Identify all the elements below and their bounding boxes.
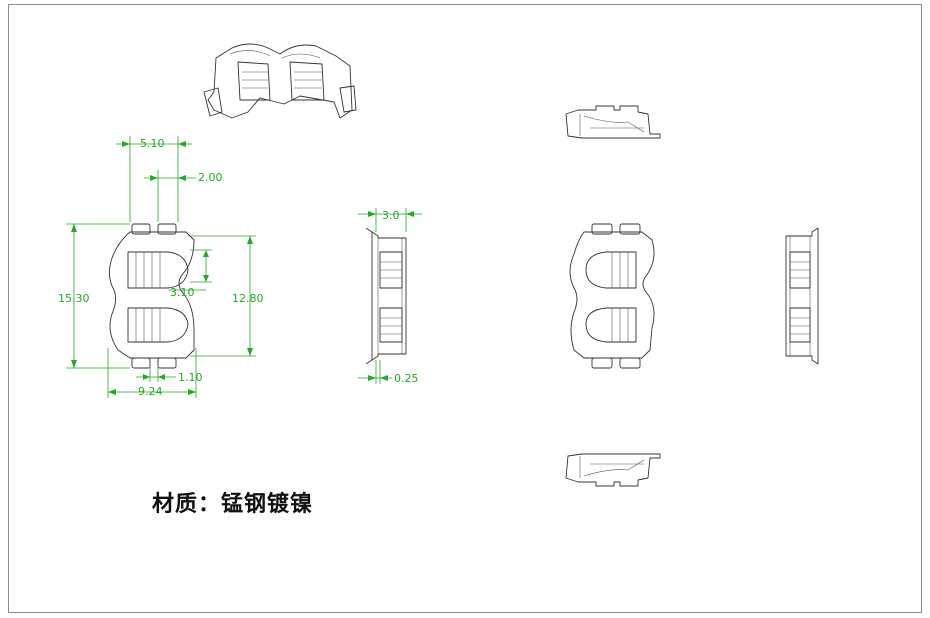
isometric-view <box>203 43 357 119</box>
dim-0-25: 0.25 <box>394 372 419 385</box>
dim-1-10: 1.10 <box>178 371 203 384</box>
dim-3-10: 3.10 <box>170 286 195 299</box>
drawing-border <box>8 4 922 613</box>
dimension-lines <box>66 136 422 398</box>
dim-9-24: 9.24 <box>138 385 163 398</box>
end-view-bottom <box>565 453 661 487</box>
end-view-top <box>565 105 661 139</box>
dim-5-10: 5.10 <box>140 137 165 150</box>
dim-2-00: 2.00 <box>198 171 223 184</box>
dim-3-0: 3.0 <box>382 209 400 222</box>
top-view <box>109 223 195 369</box>
front-view <box>569 223 655 369</box>
dim-15-30: 15.30 <box>58 292 90 305</box>
side-view-right <box>785 227 819 365</box>
dim-12-80: 12.80 <box>232 292 264 305</box>
material-label: 材质：锰钢镀镍 <box>152 492 314 517</box>
side-view-left <box>365 227 407 365</box>
